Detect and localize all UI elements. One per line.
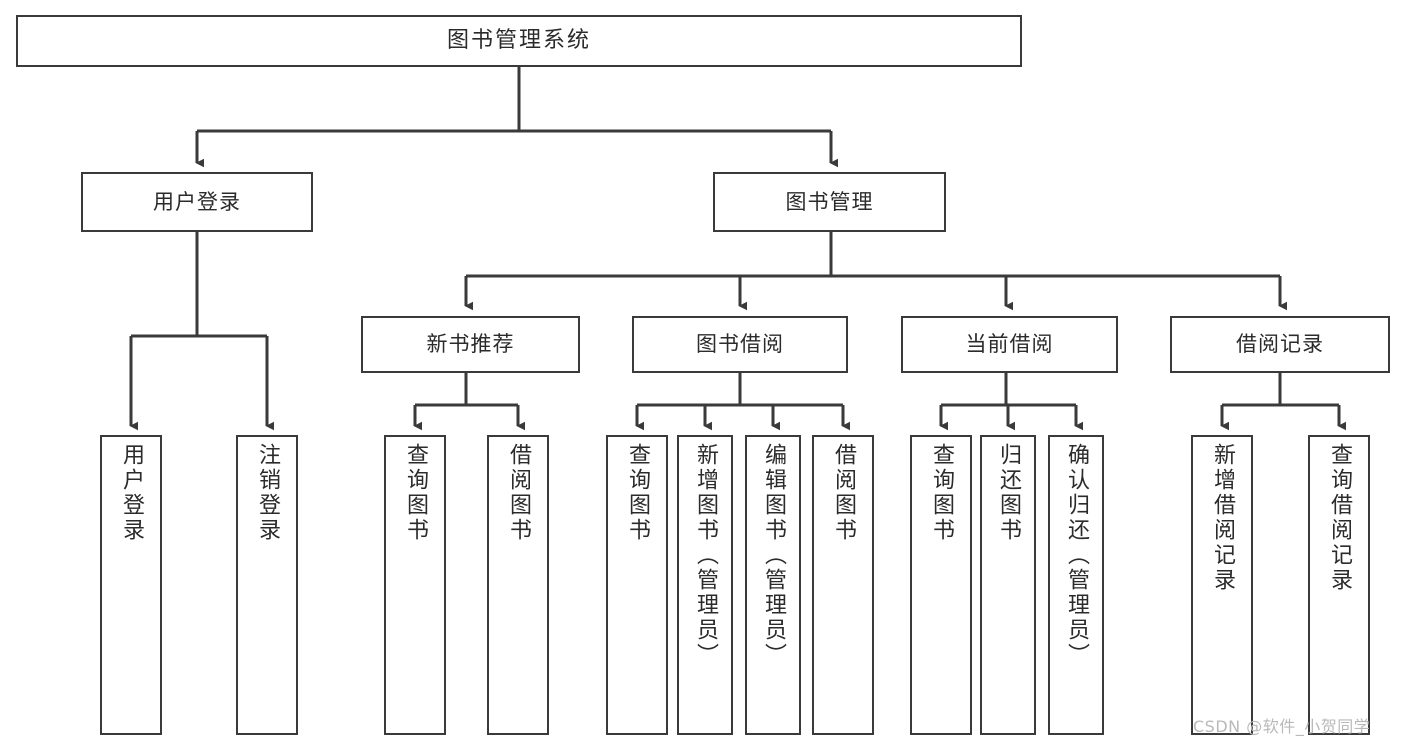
node-label: 借阅记录 xyxy=(1236,332,1324,357)
node-label: 当前借阅 xyxy=(965,332,1054,357)
leaf-query-book-2[interactable]: 查询图书 xyxy=(606,435,668,735)
node-label: 新书推荐 xyxy=(426,332,515,357)
node-label: 注销登录 xyxy=(255,443,280,543)
node-user-login[interactable]: 用户登录 xyxy=(81,172,313,232)
node-label: 新增借阅记录 xyxy=(1210,443,1235,593)
node-label: 新增图书（管理员） xyxy=(693,443,718,668)
leaf-add-borrow-record[interactable]: 新增借阅记录 xyxy=(1191,435,1253,735)
leaf-borrow-book-1[interactable]: 借阅图书 xyxy=(487,435,549,735)
leaf-query-book-1[interactable]: 查询图书 xyxy=(384,435,446,735)
node-borrow-record[interactable]: 借阅记录 xyxy=(1170,316,1390,373)
node-new-book-recommend[interactable]: 新书推荐 xyxy=(361,316,580,373)
node-book-manage[interactable]: 图书管理 xyxy=(713,172,946,232)
node-label: 用户登录 xyxy=(153,189,241,214)
node-label: 查询图书 xyxy=(929,443,954,543)
leaf-confirm-return-admin[interactable]: 确认归还（管理员） xyxy=(1048,435,1104,735)
node-label: 查询图书 xyxy=(625,443,650,543)
node-label: 编辑图书（管理员） xyxy=(761,443,786,668)
node-label: 图书借阅 xyxy=(696,332,784,357)
node-label: 确认归还（管理员） xyxy=(1064,443,1089,668)
node-root-system[interactable]: 图书管理系统 xyxy=(16,15,1022,67)
node-label: 归还图书 xyxy=(996,443,1021,543)
node-label: 用户登录 xyxy=(119,443,144,543)
leaf-logout-login[interactable]: 注销登录 xyxy=(236,435,298,735)
leaf-user-login[interactable]: 用户登录 xyxy=(100,435,162,735)
leaf-borrow-book-2[interactable]: 借阅图书 xyxy=(812,435,874,735)
leaf-query-borrow-record[interactable]: 查询借阅记录 xyxy=(1308,435,1370,735)
node-label: 图书管理 xyxy=(785,189,874,214)
leaf-return-book[interactable]: 归还图书 xyxy=(980,435,1036,735)
node-current-borrow[interactable]: 当前借阅 xyxy=(901,316,1118,373)
leaf-query-book-3[interactable]: 查询图书 xyxy=(910,435,972,735)
csdn-watermark: CSDN @软件_小贺同学 xyxy=(1193,717,1371,736)
node-label: 图书管理系统 xyxy=(446,28,591,54)
node-label: 查询图书 xyxy=(403,443,428,543)
leaf-add-book-admin[interactable]: 新增图书（管理员） xyxy=(677,435,733,735)
node-label: 借阅图书 xyxy=(506,443,531,543)
leaf-edit-book-admin[interactable]: 编辑图书（管理员） xyxy=(745,435,801,735)
node-book-borrow[interactable]: 图书借阅 xyxy=(632,316,848,373)
node-label: 借阅图书 xyxy=(831,443,856,543)
node-label: 查询借阅记录 xyxy=(1327,443,1352,593)
